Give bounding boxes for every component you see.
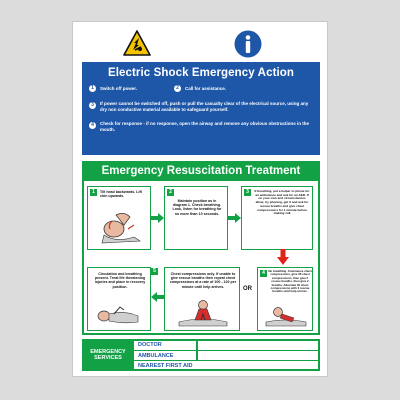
- emergency-row-ambulance: AMBULANCE: [134, 350, 320, 362]
- step-3-text: If breathing, put a helper to phone for …: [254, 189, 310, 216]
- electric-step-text: If power cannot be switched off, push or…: [100, 101, 309, 112]
- safety-sign: Electric Shock Emergency Action 1 Switch…: [72, 21, 328, 377]
- head-tilt-illustration: [101, 213, 141, 244]
- step-number: 1: [89, 85, 96, 92]
- step-number: 2: [174, 85, 181, 92]
- emergency-row-label: NEAREST FIRST AID: [138, 363, 193, 370]
- or-label: OR: [243, 286, 252, 292]
- step-5-text: Chest compressions only. If unable to gi…: [169, 272, 237, 289]
- step-1-box: 1 Tilt head backwards. Lift chin upwards…: [87, 186, 151, 250]
- step-number: 2: [167, 189, 174, 196]
- emergency-services-heading-line1: EMERGENCY: [90, 348, 126, 355]
- arrow-left-icon: [151, 292, 164, 302]
- step-1-text: Tilt head backwards. Lift chin upwards.: [100, 190, 142, 199]
- emergency-row-label: AMBULANCE: [138, 352, 174, 359]
- step-4-text: No breathing. Commence chest compression…: [268, 269, 312, 294]
- step-number: 3: [244, 189, 251, 196]
- step-2-box: 2 Maintain position as in diagram 1. Che…: [164, 186, 228, 250]
- step-number: 3: [89, 102, 96, 109]
- mandatory-info-icon: [234, 30, 262, 58]
- emergency-row-first-aid: NEAREST FIRST AID: [134, 361, 320, 372]
- arrow-right-icon: [228, 213, 241, 223]
- emergency-row-label: DOCTOR: [138, 342, 162, 348]
- chest-compression-illustration: [178, 300, 228, 327]
- electric-step-text: Switch off power.: [100, 86, 138, 91]
- electric-shock-panel: Electric Shock Emergency Action 1 Switch…: [82, 62, 320, 155]
- row-divider: [196, 350, 198, 361]
- resuscitation-title: Emergency Resuscitation Treatment: [82, 161, 320, 181]
- emergency-services-heading-line2: SERVICES: [94, 355, 122, 361]
- electric-step-text: Check for response - if no response, ope…: [100, 121, 310, 132]
- step-6-box: Circulation and breathing present. Treat…: [87, 267, 151, 331]
- recovery-position-illustration: [97, 306, 139, 324]
- electric-step-text: Call for assistance.: [185, 86, 227, 91]
- rescue-breath-illustration: [265, 307, 307, 327]
- step-number: 4: [89, 122, 96, 129]
- arrow-down-icon: [277, 249, 289, 265]
- step-5-box: Chest compressions only. If unable to gi…: [164, 267, 240, 331]
- electric-shock-title: Electric Shock Emergency Action: [107, 67, 295, 79]
- arrow-right-icon: [151, 213, 164, 223]
- electric-shock-warning-icon: [123, 30, 151, 56]
- step-number: 1: [90, 189, 97, 196]
- emergency-row-doctor: DOCTOR: [134, 340, 320, 351]
- row-divider: [196, 340, 198, 350]
- step-number: 4: [260, 270, 267, 277]
- step-4-box: 4 No breathing. Commence chest compressi…: [257, 267, 313, 331]
- step-2-text: Maintain position as in diagram 1. Check…: [172, 199, 222, 216]
- step-3-box: 3 If breathing, put a helper to phone fo…: [241, 186, 313, 250]
- emergency-services-heading: EMERGENCY SERVICES: [82, 339, 134, 371]
- step-number: 5: [151, 268, 158, 275]
- step-6-text: Circulation and breathing present. Treat…: [94, 272, 146, 289]
